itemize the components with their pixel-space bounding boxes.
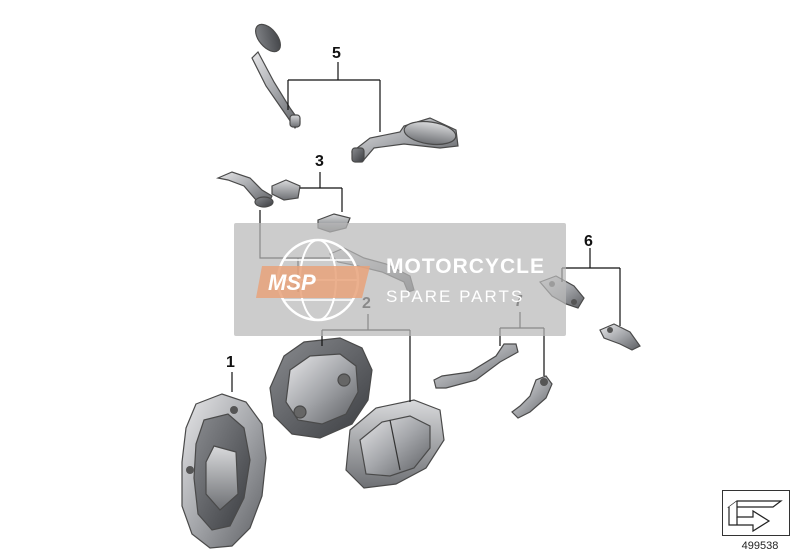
reference-box (722, 490, 790, 536)
watermark: MSP MOTORCYCLE SPARE PARTS (234, 223, 566, 336)
part-3-reservoir-cover-top[interactable] (271, 179, 301, 201)
watermark-line2: SPARE PARTS (386, 287, 524, 306)
watermark-logo: MSP (268, 270, 316, 295)
diagram-number: 499538 (741, 540, 779, 552)
watermark-line1: MOTORCYCLE (386, 255, 545, 278)
part-6-lower-bracket[interactable] (599, 323, 641, 351)
part-5-left-mirror[interactable] (251, 20, 301, 129)
part-2-valve-cover-lower[interactable] (345, 399, 445, 489)
part-2-valve-cover-upper[interactable] (269, 337, 373, 439)
part-1-cover[interactable] (181, 393, 267, 549)
part-4-left-lever[interactable] (215, 171, 274, 208)
callout-1: 1 (226, 354, 235, 371)
msp-badge (256, 266, 370, 298)
leader-6 (561, 248, 621, 326)
callout-5: 5 (332, 45, 341, 62)
arrow-icon (727, 500, 783, 533)
part-5-right-mirror[interactable] (351, 117, 459, 163)
callout-3: 3 (315, 153, 324, 170)
part-7-shift-lever[interactable] (511, 375, 553, 419)
callout-6: 6 (584, 233, 593, 250)
leader-3 (300, 172, 343, 212)
leader-5 (287, 62, 381, 132)
part-7-brake-pedal[interactable] (433, 343, 519, 389)
